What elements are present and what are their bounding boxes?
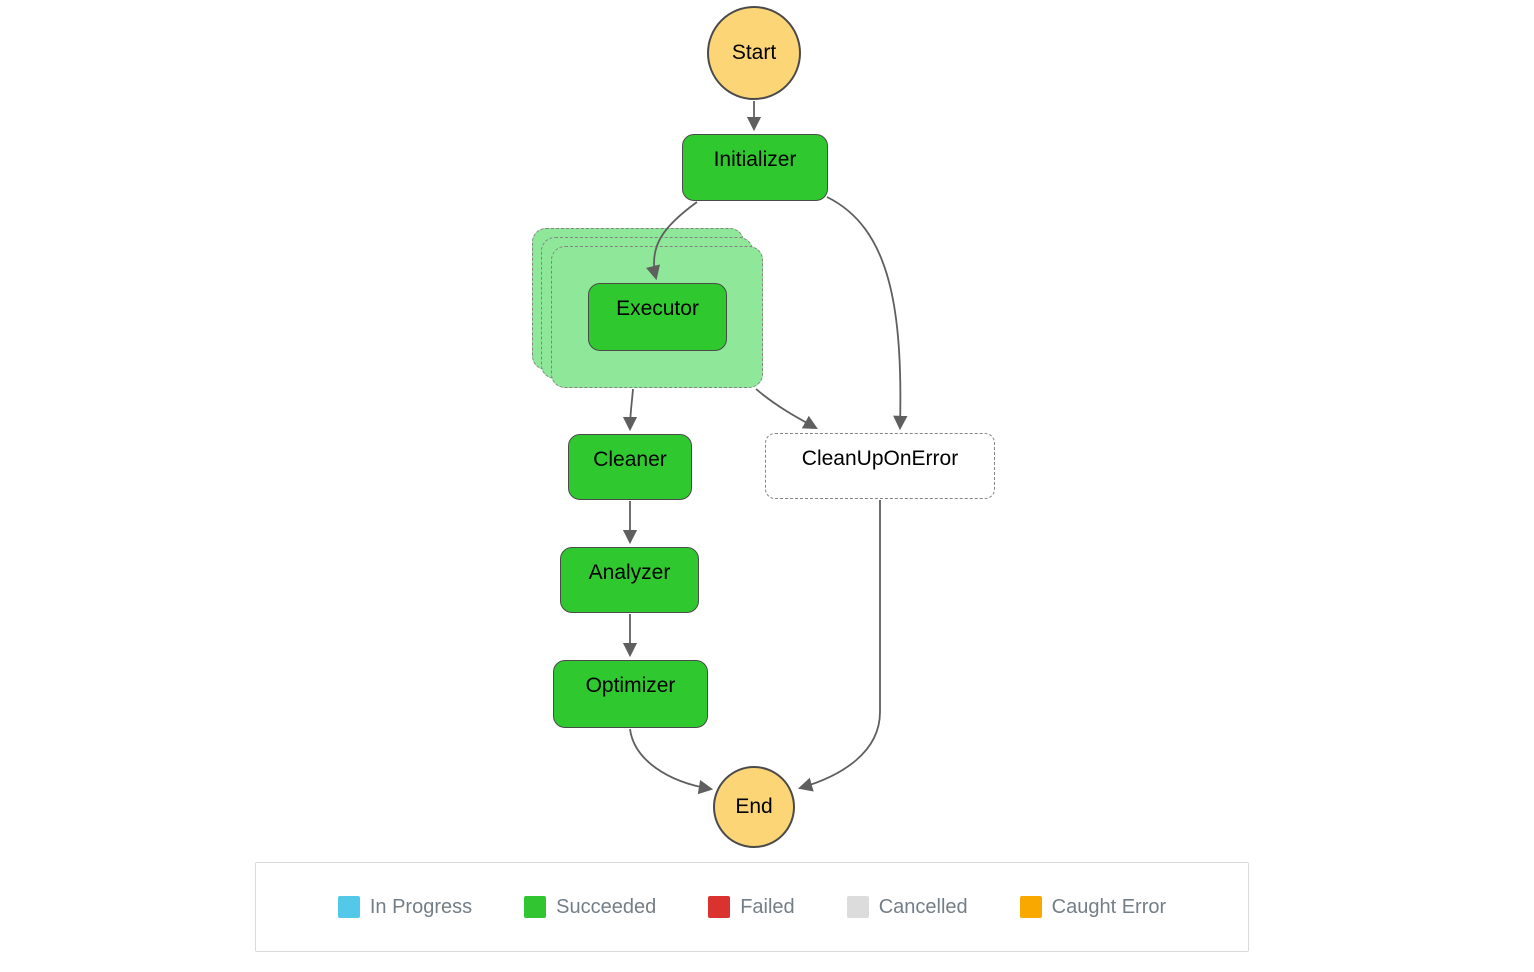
node-end[interactable]: End [713,766,795,848]
edge-initializer-to-cleanuponerror [826,196,908,431]
legend-item-cancelled: Cancelled [846,895,968,919]
legend-item-caught-error: Caught Error [1019,895,1167,919]
node-cleanuponerror[interactable]: CleanUpOnError [765,433,995,499]
edge-map-to-cleaner [622,388,638,432]
legend-label-caught-error: Caught Error [1051,895,1167,918]
failed-swatch-icon [708,896,731,918]
edge-optimizer-to-end [629,728,714,795]
status-legend: In Progress Succeeded Failed Cancelled C… [255,862,1249,952]
node-start[interactable]: Start [707,6,801,100]
node-analyzer-label: Analyzer [588,561,671,584]
node-analyzer[interactable]: Analyzer [560,547,699,613]
node-start-label: Start [731,41,777,64]
node-cleanuponerror-label: CleanUpOnError [801,447,959,470]
node-optimizer-label: Optimizer [585,674,676,697]
succeeded-swatch-icon [524,896,547,918]
legend-label-cancelled: Cancelled [878,895,968,918]
in-progress-swatch-icon [337,896,360,918]
node-optimizer[interactable]: Optimizer [553,660,708,728]
legend-item-in-progress: In Progress [337,895,473,919]
node-cleaner-label: Cleaner [593,448,667,471]
legend-item-succeeded: Succeeded [524,896,656,919]
node-executor-label: Executor [616,297,699,320]
edge-map-to-cleanuponerror [755,388,818,430]
cancelled-swatch-icon [846,896,869,918]
node-cleaner[interactable]: Cleaner [568,434,692,500]
legend-item-failed: Failed [708,895,795,919]
node-executor[interactable]: Executor [588,283,727,351]
node-end-label: End [735,795,773,818]
caught-error-swatch-icon [1019,896,1042,918]
legend-label-failed: Failed [740,895,795,918]
node-initializer-label: Initializer [713,148,797,171]
edge-cleanuponerror-to-end [797,500,881,792]
legend-label-succeeded: Succeeded [556,895,657,918]
node-initializer[interactable]: Initializer [682,134,828,201]
legend-label-in-progress: In Progress [369,895,473,918]
